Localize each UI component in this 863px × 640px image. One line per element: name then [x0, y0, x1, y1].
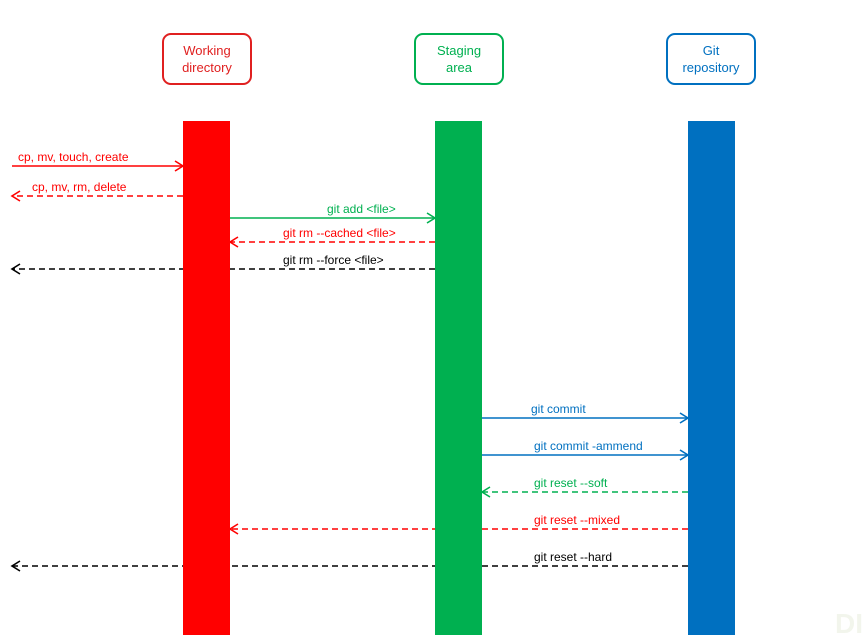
header-git-repository: Git repository: [666, 33, 756, 85]
header-working-line2: directory: [182, 60, 232, 75]
staging-area-lane: [435, 121, 482, 635]
command-label-cp-mv-rm-delete: cp, mv, rm, delete: [32, 180, 127, 194]
git-repository-lane: [688, 121, 735, 635]
arrow-cp-mv-rm-delete: [10, 190, 183, 202]
arrow-head: [228, 236, 239, 248]
command-label-git-commit: git commit: [531, 402, 586, 416]
header-repository-line2: repository: [682, 60, 740, 75]
command-label-git-reset-soft: git reset --soft: [534, 476, 608, 490]
command-label-cp-mv-touch-create: cp, mv, touch, create: [18, 150, 129, 164]
header-staging-line1: Staging: [436, 43, 482, 58]
arrow-git-reset-mixed: [228, 523, 688, 535]
watermark-logo: DI: [835, 608, 863, 639]
arrow-git-reset-hard: [10, 560, 688, 572]
header-working-line1: Working: [183, 43, 231, 58]
arrow-head: [10, 263, 21, 275]
command-label-git-commit-ammend: git commit -ammend: [534, 439, 643, 453]
command-label-git-rm-cached: git rm --cached <file>: [283, 226, 396, 240]
command-label-git-add: git add <file>: [327, 202, 396, 216]
header-staging-area: Staging area: [414, 33, 504, 85]
header-repository-line1: Git: [702, 43, 720, 58]
command-label-git-reset-hard: git reset --hard: [534, 550, 613, 564]
arrow-head: [480, 486, 491, 498]
header-working-directory: Working directory: [162, 33, 252, 85]
command-label-git-rm-force: git rm --force <file>: [283, 253, 384, 267]
arrow-head: [228, 523, 239, 535]
command-label-git-reset-mixed: git reset --mixed: [534, 513, 621, 527]
arrow-git-reset-soft: [480, 486, 688, 498]
arrow-head: [10, 560, 21, 572]
arrow-git-rm-cached: [228, 236, 435, 248]
header-staging-line2: area: [445, 60, 473, 75]
arrow-head: [10, 190, 21, 202]
working-directory-lane: [183, 121, 230, 635]
